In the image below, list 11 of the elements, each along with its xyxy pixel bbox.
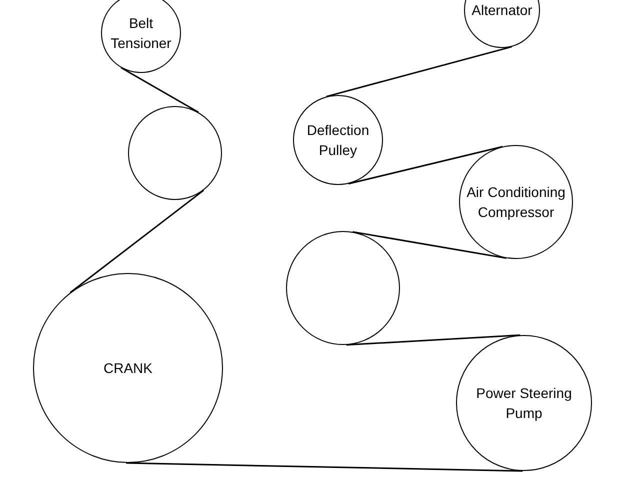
- pulley-label: Air Conditioning Compressor: [466, 183, 566, 222]
- belt-segment: [120, 67, 199, 113]
- pulley-label: Alternator: [470, 1, 534, 20]
- pulley-label: Deflection Pulley: [306, 121, 370, 160]
- belt-segment: [346, 334, 520, 346]
- pulley-label: Power Steering Pump: [475, 384, 573, 423]
- pulley-label: CRANK: [102, 359, 154, 378]
- belt-segment: [348, 146, 503, 184]
- belt-segment: [126, 462, 523, 472]
- pulley-label: Belt Tensioner: [110, 14, 172, 53]
- belt-segment: [70, 190, 204, 294]
